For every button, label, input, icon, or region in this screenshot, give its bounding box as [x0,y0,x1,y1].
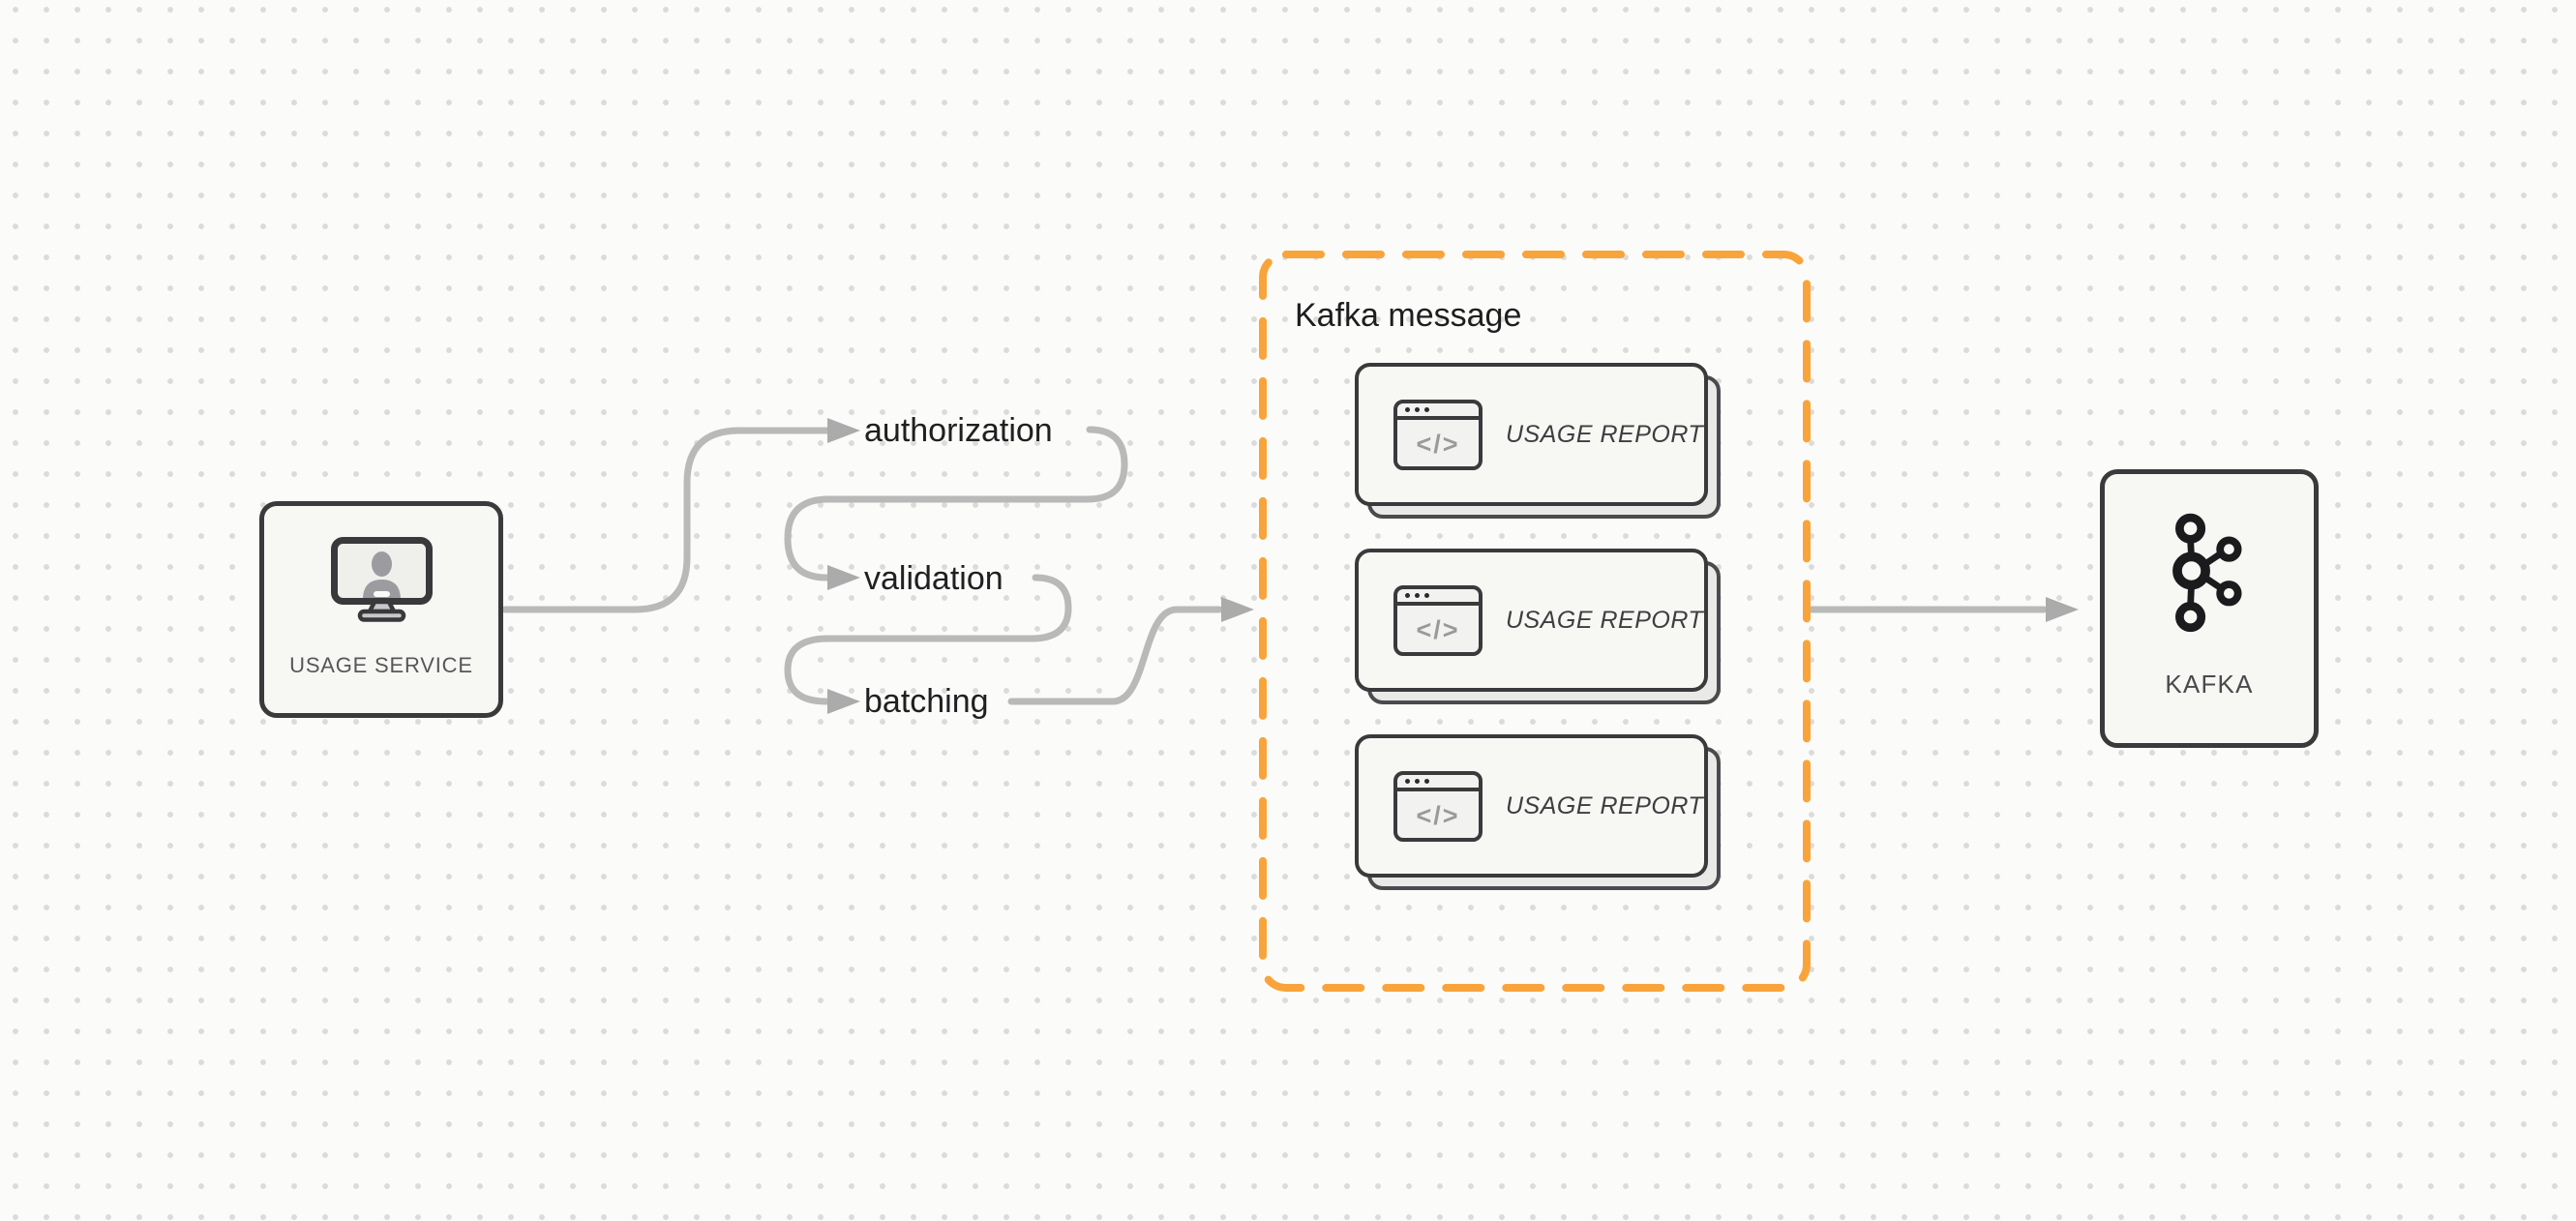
code-window-titlebar [1397,589,1479,606]
window-dot-icon [1405,406,1410,412]
kafka-logo-icon [2172,513,2242,633]
flow-step-label-authorization: authorization [864,412,1053,449]
window-dot-icon [1415,778,1420,784]
window-dot-icon [1424,406,1429,412]
kafka-message-group-border [1259,251,1811,992]
window-dot-icon [1424,592,1429,598]
usage-report-label: USAGE REPORT [1506,606,1704,634]
kafka-label: KAFKA [2165,670,2254,699]
usage-report-card-wrap: </> USAGE REPORT [1355,734,1721,890]
arrowhead-authorization [827,418,860,443]
usage-report-card-wrap: </> USAGE REPORT [1355,363,1721,519]
usage-report-card: </> USAGE REPORT [1355,363,1708,506]
kafka-node: KAFKA [2100,469,2319,748]
window-dot-icon [1415,592,1420,598]
usage-report-card: </> USAGE REPORT [1355,734,1708,878]
connector-authorization-to-validation [784,426,1128,581]
usage-report-card: </> USAGE REPORT [1355,549,1708,692]
code-window-icon: </> [1393,584,1483,656]
usage-report-label: USAGE REPORT [1506,420,1704,448]
usage-report-label: USAGE REPORT [1506,791,1704,819]
kafka-message-group-title: Kafka message [1295,297,1522,334]
code-window-icon: </> [1393,770,1483,842]
code-window-titlebar [1397,403,1479,420]
window-dot-icon [1424,778,1429,784]
arrowhead-batching [827,689,860,714]
usage-service-node: USAGE SERVICE [259,501,503,718]
arrowhead-into-kafka [2046,597,2079,622]
connector-validation-to-batching [784,574,1072,705]
window-dot-icon [1415,406,1420,412]
flow-step-label-validation: validation [864,560,1003,597]
code-window-icon: </> [1393,399,1483,470]
code-glyph: </> [1416,615,1460,644]
flow-step-label-batching: batching [864,683,989,720]
code-glyph: </> [1416,430,1460,459]
arrowhead-validation [827,565,860,590]
arrowhead-into-kafka-message [1221,597,1254,622]
monitor-user-icon [330,537,433,622]
usage-service-label: USAGE SERVICE [289,653,473,677]
code-window-titlebar [1397,775,1479,791]
window-dot-icon [1405,592,1410,598]
code-glyph: </> [1416,801,1460,830]
window-dot-icon [1405,778,1410,784]
connector-usage-service-to-authorization [501,427,830,613]
usage-report-card-wrap: </> USAGE REPORT [1355,549,1721,704]
connector-batching-to-kafka-message [1007,606,1223,705]
